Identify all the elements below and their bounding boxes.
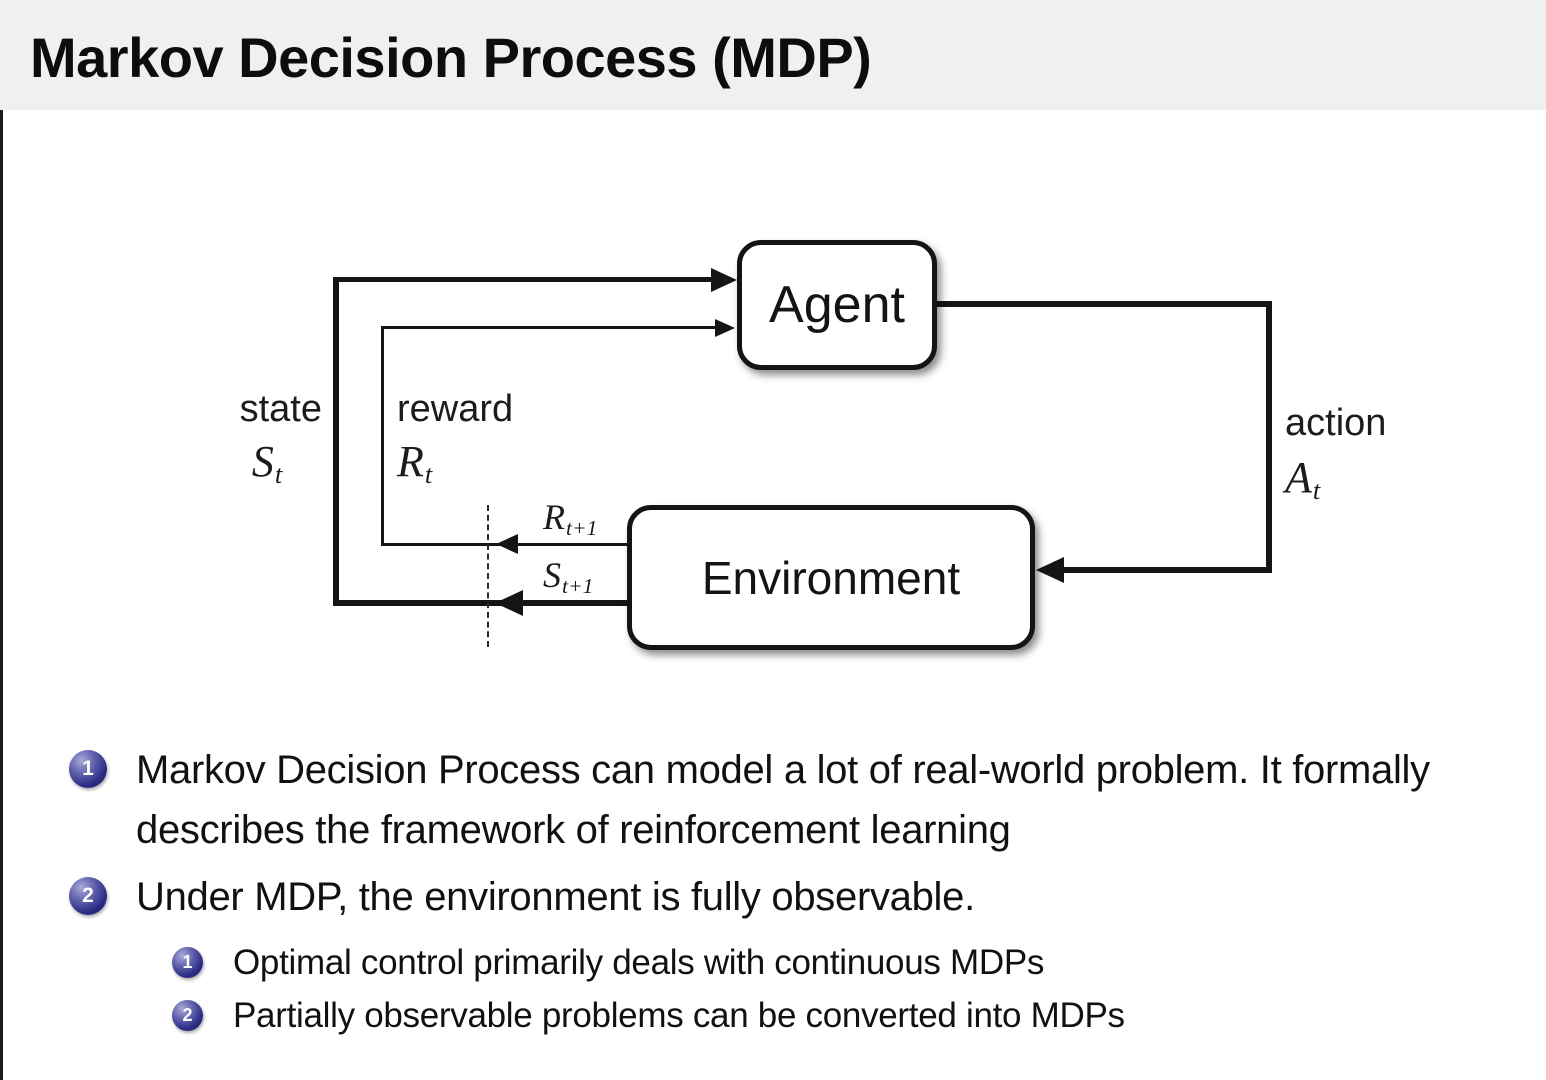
sub-bullet-number-badge: 2 bbox=[172, 1000, 203, 1031]
sub-bullet-text: Partially observable problems can be con… bbox=[233, 996, 1125, 1035]
bullet-text: Under MDP, the environment is fully obse… bbox=[136, 875, 975, 919]
state-word-label: state bbox=[239, 388, 322, 430]
action-word-label: action bbox=[1285, 402, 1387, 444]
agent-node: Agent bbox=[737, 240, 937, 370]
reward-arrowhead-into-agent bbox=[715, 319, 735, 337]
agent-label: Agent bbox=[769, 276, 905, 334]
bullet-text: Markov Decision Process can model a lot … bbox=[136, 748, 1430, 852]
action-vertical-line bbox=[1266, 301, 1272, 573]
sub-bullet-text: Optimal control primarily deals with con… bbox=[233, 943, 1045, 982]
reward-symbol-label: Rt bbox=[397, 437, 433, 490]
reward-top-line bbox=[381, 326, 724, 329]
next-state-symbol-label: St+1 bbox=[543, 555, 594, 599]
action-symbol-label: At bbox=[1285, 453, 1321, 506]
timestep-dashed-line bbox=[487, 505, 489, 647]
action-top-line bbox=[935, 301, 1272, 307]
slide-title: Markov Decision Process (MDP) bbox=[30, 26, 872, 89]
state-vertical-line bbox=[333, 277, 339, 606]
next-reward-arrowhead bbox=[496, 534, 518, 554]
state-arrowhead-into-agent bbox=[711, 268, 737, 292]
next-state-line bbox=[334, 600, 627, 606]
environment-label: Environment bbox=[701, 551, 961, 604]
bullet-number-badge: 1 bbox=[69, 750, 107, 788]
reward-word-label: reward bbox=[397, 388, 514, 430]
next-reward-symbol-label: Rt+1 bbox=[543, 497, 598, 541]
state-top-line bbox=[334, 277, 724, 282]
sub-bullet-number-badge: 1 bbox=[172, 947, 203, 978]
next-state-arrowhead bbox=[495, 590, 523, 616]
state-symbol-label: St bbox=[251, 437, 283, 490]
reward-vertical-line bbox=[381, 326, 384, 546]
action-arrowhead-into-environment bbox=[1036, 557, 1064, 583]
bullet-number-badge: 2 bbox=[69, 877, 107, 915]
window-left-border bbox=[0, 0, 3, 1080]
action-bottom-line bbox=[1046, 567, 1272, 573]
title-bar: Markov Decision Process (MDP) bbox=[0, 0, 1546, 110]
environment-node: Environment bbox=[627, 505, 1035, 650]
